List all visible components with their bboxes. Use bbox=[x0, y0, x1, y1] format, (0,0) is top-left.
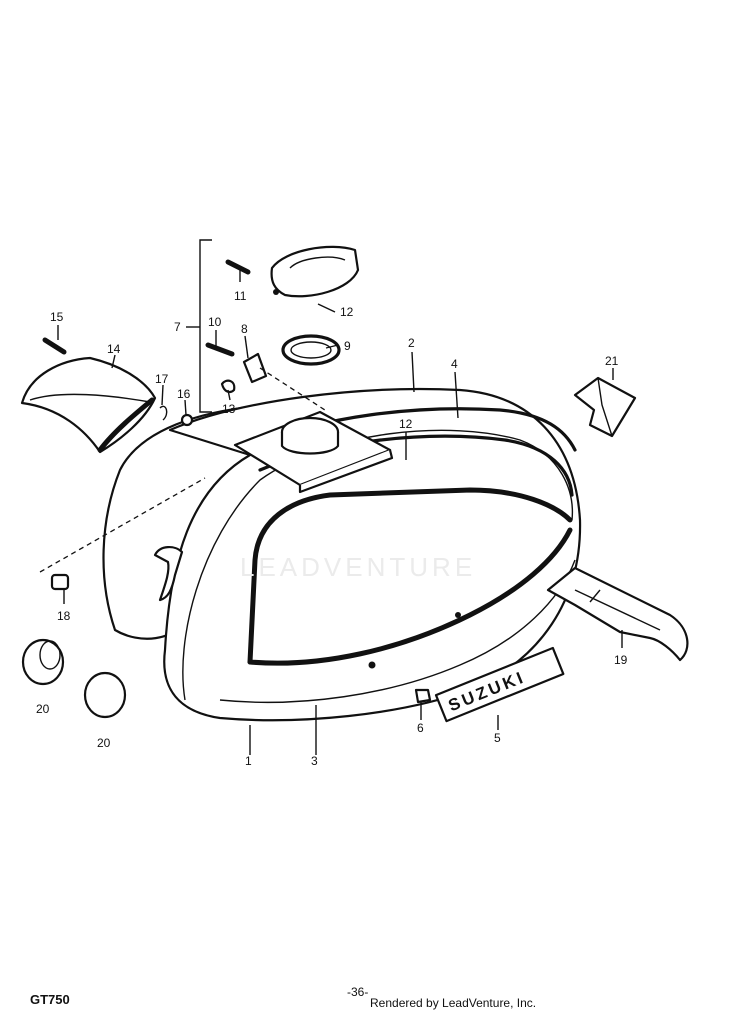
bolt-15 bbox=[42, 337, 67, 355]
washer-16 bbox=[180, 413, 194, 427]
callout-13: 13 bbox=[222, 402, 236, 416]
bolt-11 bbox=[225, 259, 251, 275]
clip-13 bbox=[220, 379, 236, 394]
callout-12-cap: 12 bbox=[340, 305, 354, 319]
callout-5: 5 bbox=[494, 731, 501, 745]
callouts: 1 2 3 4 5 6 7 8 9 10 11 12 12 13 14 15 1… bbox=[36, 289, 628, 768]
grommet-18 bbox=[50, 573, 70, 591]
bracket-21 bbox=[573, 376, 637, 438]
callout-18: 18 bbox=[57, 609, 71, 623]
callout-20-lower: 20 bbox=[97, 736, 111, 750]
callout-4: 4 bbox=[451, 357, 458, 371]
leader-lines bbox=[39, 239, 623, 755]
callout-17: 17 bbox=[155, 372, 169, 386]
filler-neck-plate bbox=[233, 410, 394, 494]
callout-2: 2 bbox=[408, 336, 415, 350]
callout-9: 9 bbox=[344, 339, 351, 353]
callout-7: 7 bbox=[174, 320, 181, 334]
callout-16: 16 bbox=[177, 387, 191, 401]
clip-17 bbox=[159, 405, 168, 421]
callout-8: 8 bbox=[241, 322, 248, 336]
callout-1: 1 bbox=[245, 754, 252, 768]
watermark: LEADVENTURE bbox=[240, 552, 477, 582]
screw-6 bbox=[414, 688, 432, 704]
model-code: GT750 bbox=[30, 992, 70, 1007]
callout-21: 21 bbox=[605, 354, 619, 368]
cushion-20b bbox=[83, 671, 127, 719]
cap-gasket bbox=[281, 334, 341, 366]
clip-8 bbox=[242, 352, 268, 384]
tank-stripe-lower bbox=[247, 487, 573, 665]
render-credit: Rendered by LeadVenture, Inc. bbox=[370, 996, 537, 1010]
callout-12-tank: 12 bbox=[399, 417, 413, 431]
tank-bottom-edge bbox=[219, 559, 576, 704]
callout-19: 19 bbox=[614, 653, 628, 667]
page-number: -36- bbox=[347, 985, 369, 999]
callout-6: 6 bbox=[417, 721, 424, 735]
callout-15: 15 bbox=[50, 310, 64, 324]
bolt-10 bbox=[205, 342, 235, 357]
cushion-20a bbox=[21, 638, 65, 686]
callout-11: 11 bbox=[234, 289, 247, 303]
side-hook bbox=[153, 546, 184, 602]
callout-20-upper: 20 bbox=[36, 702, 50, 716]
strap-19 bbox=[546, 566, 689, 662]
fuel-cap bbox=[270, 245, 360, 298]
mount-hole-front bbox=[368, 661, 376, 669]
callout-10: 10 bbox=[208, 315, 222, 329]
callout-3: 3 bbox=[311, 754, 318, 768]
callout-14: 14 bbox=[107, 342, 121, 356]
mount-hole-rear bbox=[455, 612, 461, 618]
tank-stripe-bottom bbox=[247, 527, 573, 666]
knee-grip-14 bbox=[20, 356, 157, 454]
fuel-tank bbox=[102, 387, 582, 722]
